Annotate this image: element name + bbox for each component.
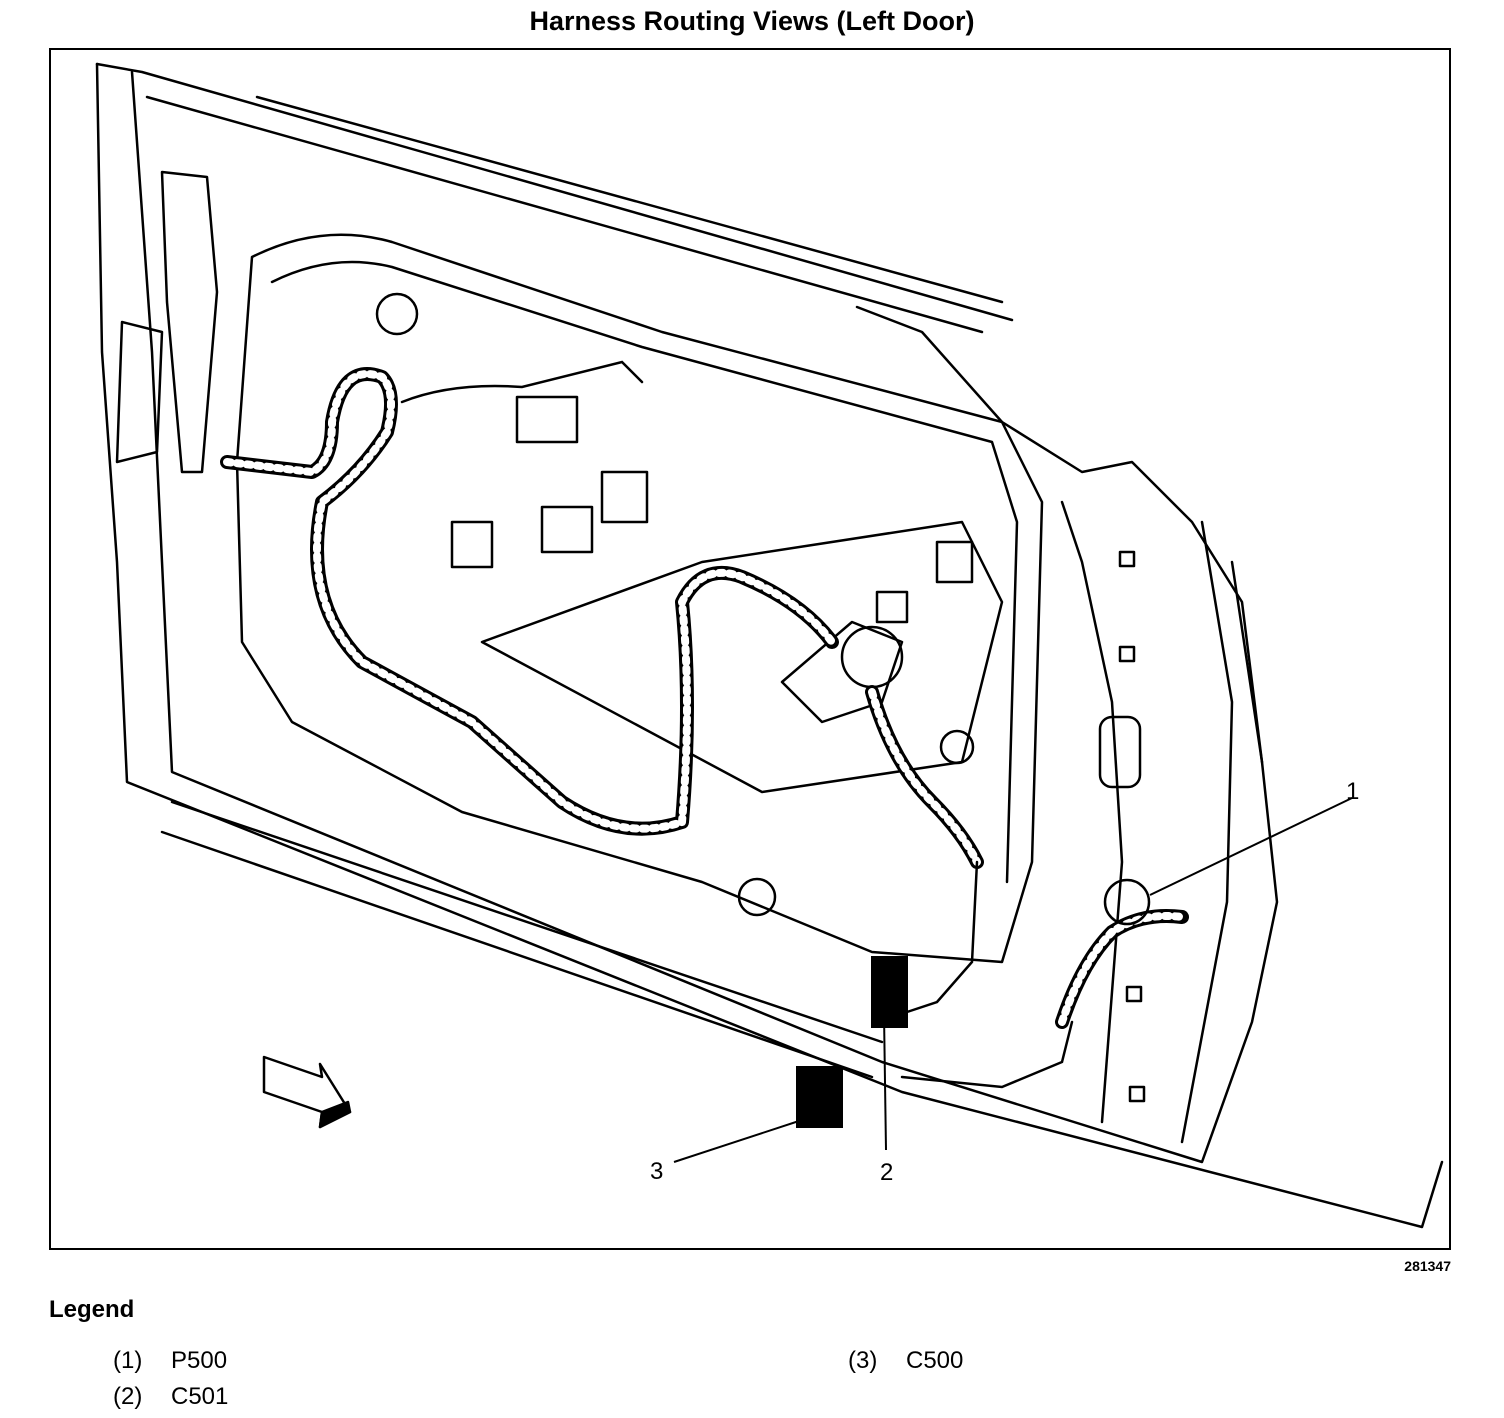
slot-5 xyxy=(1098,715,1142,789)
callout-3-label: 3 xyxy=(650,1158,663,1185)
door-top-inner-2 xyxy=(255,95,1004,304)
legend-item-label: C501 xyxy=(171,1383,229,1410)
harness-thin-run xyxy=(400,360,644,404)
pillar-line xyxy=(1180,520,1234,1144)
connector-f xyxy=(875,590,909,624)
harness-to-c501 xyxy=(905,860,979,1014)
callout-2-leader xyxy=(883,1013,887,1151)
callout-1-label: 1 xyxy=(1346,778,1359,805)
slot-3 xyxy=(1125,985,1143,1003)
pillar-outer xyxy=(855,305,1264,764)
pillar-inner xyxy=(1060,500,1124,1124)
legend-item-number: (2) xyxy=(113,1383,143,1410)
hinge-plate-2 xyxy=(115,320,164,464)
harness-door-edge xyxy=(1055,909,1189,1029)
panel-inner xyxy=(270,260,1019,884)
legend-item-1: (1) P500 xyxy=(113,1347,227,1375)
c501-connector xyxy=(871,956,908,1028)
connector-a xyxy=(515,395,579,444)
sill-line-2 xyxy=(160,830,874,1079)
door-outer-edge xyxy=(95,62,1444,1229)
diagram-title: Harness Routing Views (Left Door) xyxy=(529,6,975,36)
motor-body xyxy=(840,625,904,689)
c500-connector xyxy=(796,1066,843,1128)
door-harness-illustration: 1 2 3 xyxy=(95,62,1444,1229)
legend-item-number: (3) xyxy=(848,1347,878,1374)
slot-2 xyxy=(1118,645,1136,663)
legend-item-label: C500 xyxy=(906,1347,964,1374)
harness-to-door-edge xyxy=(900,1020,1074,1089)
figure-id: 281347 xyxy=(1404,1258,1451,1274)
door-top-line xyxy=(95,62,1014,322)
door-inner-edge xyxy=(130,70,1279,1164)
callout-1-leader xyxy=(1149,797,1353,896)
p500-grommet xyxy=(1103,878,1151,926)
connector-b xyxy=(600,470,649,524)
connector-d xyxy=(450,520,494,569)
callout-3-leader xyxy=(673,1119,803,1163)
lower-grommet xyxy=(737,877,777,917)
sill-line-1 xyxy=(170,800,884,1044)
legend-item-3: (3) C500 xyxy=(848,1347,963,1375)
connector-e xyxy=(935,540,974,584)
slot-4 xyxy=(1128,1085,1146,1103)
legend-item-number: (1) xyxy=(113,1347,143,1374)
panel-cutout xyxy=(235,233,1044,964)
upper-grommet xyxy=(375,292,419,336)
connector-c xyxy=(540,505,594,554)
callout-2-label: 2 xyxy=(880,1159,893,1186)
door-top-inner xyxy=(145,95,984,334)
regulator-track xyxy=(480,520,1004,794)
hinge-plate xyxy=(160,170,219,474)
legend-item-2: (2) C501 xyxy=(113,1383,228,1411)
diagram-frame: 1 2 3 xyxy=(49,48,1451,1250)
motor-housing xyxy=(780,620,904,724)
mid-grommet xyxy=(939,729,975,765)
legend-item-label: P500 xyxy=(171,1347,228,1374)
legend-heading: Legend xyxy=(49,1296,135,1323)
slot-1 xyxy=(1118,550,1136,568)
